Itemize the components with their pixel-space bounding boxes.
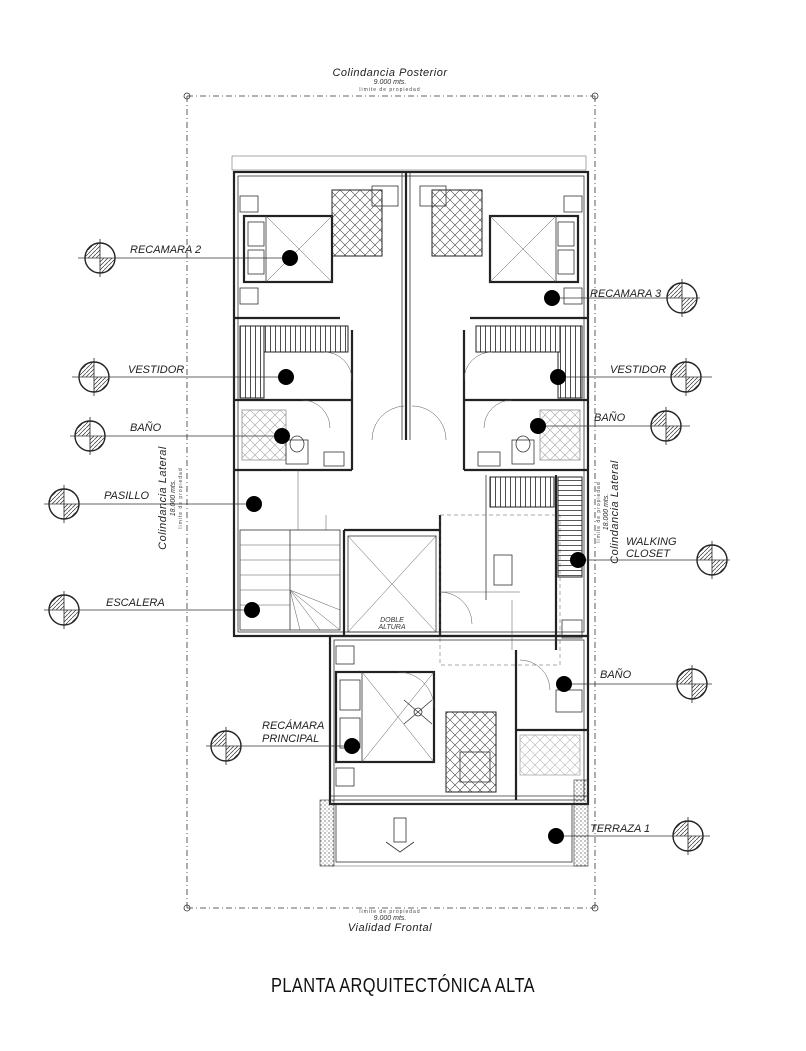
reference-symbol-icon [670, 358, 702, 396]
label-bano-right: BAÑO [594, 411, 626, 424]
reference-symbol-icon [672, 817, 704, 855]
reference-symbols-right [650, 279, 728, 855]
reference-symbol-icon [74, 417, 106, 455]
bottom-boundary-dimension: 9.000 mts. [374, 915, 407, 922]
marker-terraza-1 [548, 828, 564, 844]
top-boundary-dimension: 9.000 mts. [374, 79, 407, 86]
property-boundary [183, 92, 599, 912]
marker-bano-principal [556, 676, 572, 692]
bottom-boundary-note: limite de propiedad [359, 909, 420, 915]
reference-symbol-icon [84, 239, 116, 277]
right-boundary-name: Colindancia Lateral [609, 460, 621, 564]
marker-bano-right [530, 418, 546, 434]
label-recamara-principal-1: RECÁMARA [262, 719, 324, 732]
closet-shelves [239, 325, 583, 578]
left-boundary-note: limite de propiedad [178, 467, 184, 528]
staircase [239, 470, 341, 631]
doble-altura-line2: ALTURA [377, 624, 405, 631]
marker-pasillo [246, 496, 262, 512]
marker-escalera [244, 602, 260, 618]
reference-symbols-left [48, 239, 242, 765]
master-wing-walls [319, 634, 590, 867]
left-boundary-name: Colindancia Lateral [157, 446, 169, 550]
label-vestidor-left: VESTIDOR [128, 364, 184, 376]
marker-recamara-3 [544, 290, 560, 306]
roof-overhang [231, 155, 587, 171]
label-pasillo: PASILLO [104, 490, 149, 502]
right-boundary-dimension: 18.000 mts. [603, 494, 610, 531]
marker-vestidor-left [278, 369, 294, 385]
room-markers [244, 250, 586, 844]
label-terraza-1: TERRAZA 1 [590, 823, 650, 835]
right-boundary-note: limite de propiedad [596, 481, 602, 542]
reference-symbol-icon [78, 358, 110, 396]
reference-symbol-icon [48, 591, 80, 629]
door-swings [301, 351, 551, 709]
label-recamara-2: RECAMARA 2 [130, 244, 201, 256]
reference-symbol-icon [666, 279, 698, 317]
reference-symbol-icon [676, 665, 708, 703]
reference-symbol-icon [48, 485, 80, 523]
marker-walking-closet [570, 552, 586, 568]
marker-vestidor-right [550, 369, 566, 385]
label-recamara-principal-2: PRINCIPAL [262, 733, 319, 745]
label-vestidor-right: VESTIDOR [610, 364, 666, 376]
bottom-boundary-name: Vialidad Frontal [348, 922, 432, 934]
ceiling-fan-icon [403, 699, 433, 725]
terrace-slope-arrow [385, 817, 415, 853]
left-boundary-dimension: 18.000 mts. [170, 480, 177, 517]
label-walking-closet-1: WALKING [626, 536, 677, 548]
bed-furniture [239, 195, 583, 787]
label-bano-left: BAÑO [130, 421, 162, 434]
reference-symbol-icon [696, 541, 728, 579]
double-height-void: DOBLE ALTURA [347, 535, 437, 633]
label-escalera: ESCALERA [106, 597, 165, 609]
tile-areas [241, 189, 581, 793]
label-recamara-3: RECAMARA 3 [590, 288, 662, 300]
building-walls [232, 170, 590, 650]
marker-bano-left [274, 428, 290, 444]
label-bano-principal: BAÑO [600, 668, 632, 681]
top-boundary-name: Colindancia Posterior [332, 67, 448, 79]
top-boundary-note: limite de propiedad [359, 87, 420, 93]
reference-symbol-icon [650, 407, 682, 445]
drawing-title: PLANTA ARQUITECTÓNICA ALTA [270, 975, 536, 997]
label-walking-closet-2: CLOSET [626, 548, 671, 560]
marker-recamara-principal [344, 738, 360, 754]
reference-symbol-icon [210, 727, 242, 765]
walking-closet-outline [439, 514, 561, 666]
doble-altura-line1: DOBLE [380, 617, 404, 624]
marker-recamara-2 [282, 250, 298, 266]
